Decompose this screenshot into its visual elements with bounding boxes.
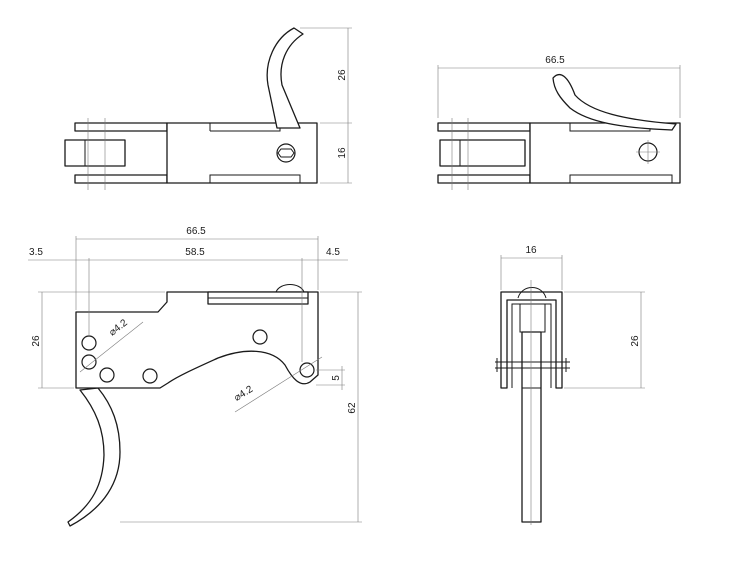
dim-label-height-lower: 16 [337, 147, 348, 159]
dim-label-overall-length: 66.5 [186, 226, 206, 237]
clevis-lower-plate [74, 174, 168, 184]
housing-plate [75, 291, 319, 389]
dim-label-hole-spacing: 58.5 [185, 247, 205, 258]
hole-diameter-lower: ⌀4.2 [232, 384, 255, 404]
top-left-view: 26 16 [64, 27, 352, 190]
dim-label-overall-height: 62 [347, 402, 358, 414]
hex-socket-icon [277, 148, 295, 158]
trigger-blade [521, 331, 542, 523]
mounting-hole [99, 367, 115, 383]
clevis-upper-plate [74, 122, 168, 132]
dim-label-hole-offset: 5 [331, 375, 342, 381]
dim-label-left-offset: 3.5 [29, 247, 43, 258]
dim-label-length: 66.5 [545, 55, 565, 66]
housing-channel [500, 291, 563, 389]
top-right-view: 66.5 [437, 55, 681, 190]
dim-label-right-offset: 4.5 [326, 247, 340, 258]
clevis-pin-block [439, 139, 526, 167]
dim-label-body-height: 26 [31, 335, 42, 347]
dim-label-width: 16 [525, 245, 537, 256]
pivot-bolt [276, 143, 296, 163]
dim-label-height-upper: 26 [337, 69, 348, 81]
mounting-hole [81, 354, 97, 370]
mounting-hole [252, 329, 268, 345]
end-view: 16 26 [495, 245, 645, 525]
mounting-hole [142, 368, 158, 384]
side-view: ⌀4.2 ⌀4.2 66.5 58.5 3.5 4.5 26 62 5 [28, 226, 362, 527]
release-lever [552, 73, 677, 131]
mounting-hole [81, 335, 97, 351]
clevis-pin-block [64, 139, 126, 167]
trigger-blade [67, 387, 121, 527]
release-lever [266, 27, 304, 129]
mounting-hole [299, 362, 315, 378]
dim-label-height: 26 [630, 335, 641, 347]
